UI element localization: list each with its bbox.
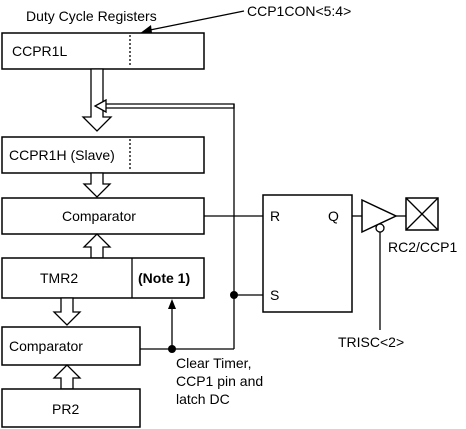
clear-junction-dot — [168, 345, 176, 353]
ccp1con-label: CCP1CON<5:4> — [247, 3, 351, 19]
tmr2-to-comparator-arrow — [82, 233, 112, 259]
ccpr1l-label: CCPR1L — [12, 43, 67, 59]
comparator-bottom-label: Comparator — [9, 338, 83, 354]
ccp1con-pointer-line — [149, 10, 245, 31]
pin-x-line-2 — [405, 197, 439, 231]
ccpr1h-to-comparator-arrow — [82, 172, 112, 198]
ccpr1l-register: CCPR1L — [1, 32, 205, 70]
ccp1con-merge-arrow — [93, 98, 107, 114]
trisc-label: TRISC<2> — [338, 334, 404, 350]
clear-annotation-line3: latch DC — [176, 391, 230, 407]
comparator-bottom: Comparator — [1, 326, 141, 366]
rs-latch-box — [262, 194, 353, 313]
pr2-label: PR2 — [52, 401, 79, 417]
pr2-to-comparator-arrow — [52, 364, 82, 390]
trisc-enable-bubble — [375, 223, 385, 233]
rc2-ccp1-label: RC2/CCP1 — [388, 239, 457, 255]
s-junction-dot — [230, 291, 238, 299]
rc2-ccp1-pin — [405, 197, 439, 231]
latch-s-label: S — [270, 287, 279, 303]
ccpr1h-label: CCPR1H (Slave) — [9, 147, 115, 163]
tmr2-register: TMR2 (Note 1) — [1, 257, 205, 299]
tmr2-to-comparator-bottom-arrow — [52, 297, 82, 326]
ccp1con-pointer-arrowhead — [139, 25, 152, 34]
clear-to-tmr2-arrowhead — [168, 299, 176, 309]
comparator-top: Comparator — [1, 197, 205, 235]
pr2-register: PR2 — [1, 388, 141, 428]
rs-latch: R Q S — [262, 194, 353, 313]
ccpr1l-to-ccpr1h-arrow — [81, 68, 113, 132]
ccp1con-to-ccpr1h-arrow — [103, 103, 235, 109]
pr2-box — [1, 388, 141, 428]
latch-r-label: R — [270, 208, 280, 224]
comparator-bottom-box — [1, 326, 141, 366]
clear-annotation-line2: CCP1 pin and — [176, 373, 263, 389]
ccpr1h-register: CCPR1H (Slave) — [1, 136, 205, 174]
tmr2-box — [1, 257, 205, 299]
note1-label: (Note 1) — [138, 270, 190, 286]
comparator-top-box — [1, 197, 205, 235]
duty-cycle-registers-label: Duty Cycle Registers — [26, 8, 157, 24]
tmr2-label: TMR2 — [40, 270, 78, 286]
clear-annotation-line1: Clear Timer, — [176, 355, 251, 371]
latch-q-label: Q — [328, 208, 339, 224]
comparator-top-label: Comparator — [62, 208, 136, 224]
